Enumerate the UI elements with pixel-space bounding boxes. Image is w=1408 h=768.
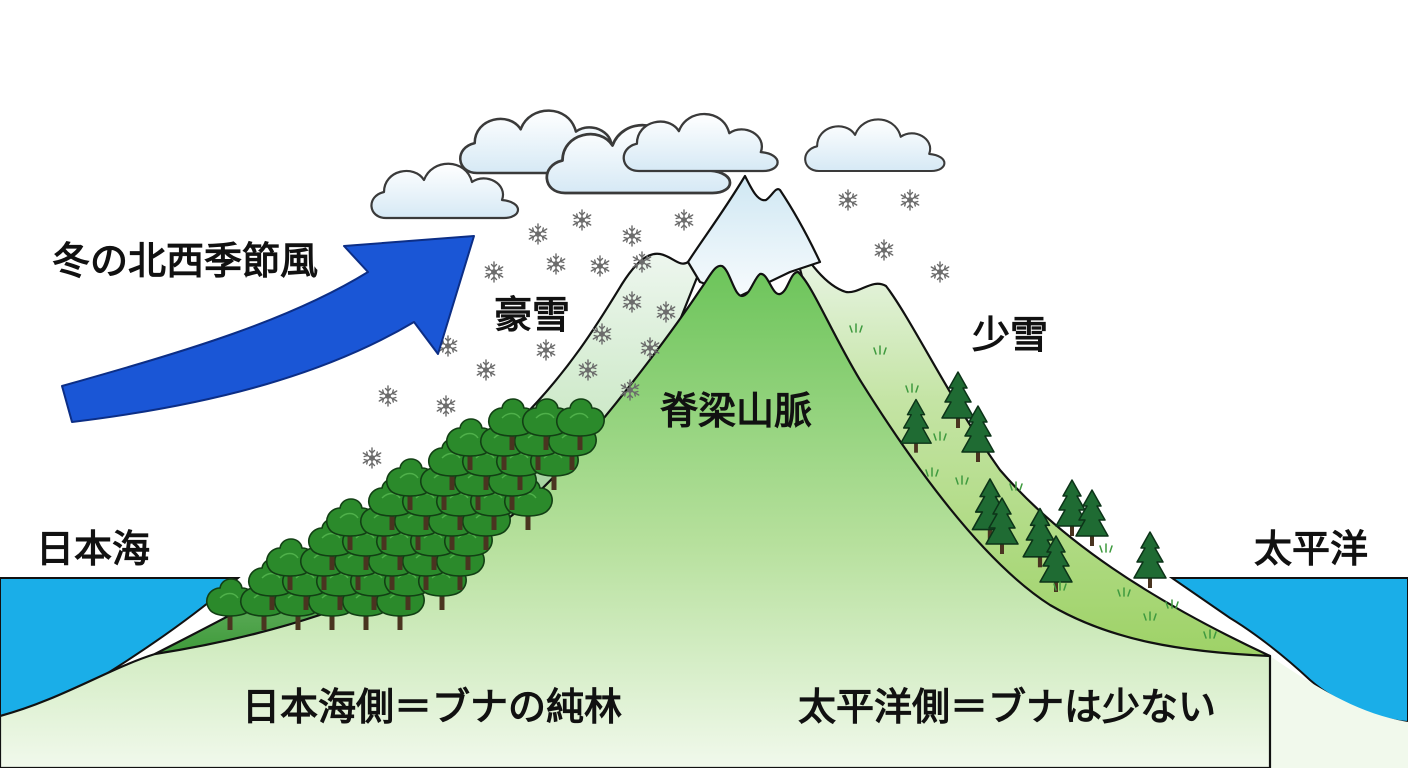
snow-clouds xyxy=(370,109,946,220)
snowflake-icon xyxy=(590,255,610,277)
sea-of-japan-label: 日本海 xyxy=(36,527,151,571)
snowflake-icon xyxy=(378,385,398,407)
conifer-tree-icon xyxy=(1075,489,1109,547)
light-snow-label: 少雪 xyxy=(972,313,1049,357)
snowflake-icon xyxy=(476,359,496,381)
snowflake-icon xyxy=(484,261,504,283)
cloud-icon xyxy=(804,118,946,173)
snowflake-icon xyxy=(546,253,566,275)
cloud-icon xyxy=(622,112,779,173)
snowflake-icon xyxy=(622,225,642,247)
pacific-side-caption: 太平洋側＝ブナは少ない xyxy=(798,685,1217,729)
mountain-range-label: 脊梁山脈 xyxy=(660,389,813,433)
snowflake-icon xyxy=(436,395,456,417)
conifer-tree-icon xyxy=(1133,531,1167,589)
snowflake-icon xyxy=(528,223,548,245)
heavy-snow-label: 豪雪 xyxy=(494,293,571,337)
snowflake-icon xyxy=(874,239,894,261)
snowflake-icon xyxy=(674,209,694,231)
snowflake-icon xyxy=(838,189,858,211)
leeward-slope xyxy=(788,230,1272,658)
snowflake-icon xyxy=(362,447,382,469)
snowflake-icon xyxy=(900,189,920,211)
wind-label: 冬の北西季節風 xyxy=(52,239,319,283)
pacific-ocean-label: 太平洋 xyxy=(1254,527,1369,571)
wind-arrow-icon xyxy=(61,235,475,423)
grass-tuft xyxy=(1099,543,1113,553)
snowflake-icon xyxy=(572,209,592,231)
snowflake-icon xyxy=(930,261,950,283)
japan-side-caption: 日本海側＝ブナの純林 xyxy=(242,685,623,729)
snowflake-icon xyxy=(536,339,556,361)
